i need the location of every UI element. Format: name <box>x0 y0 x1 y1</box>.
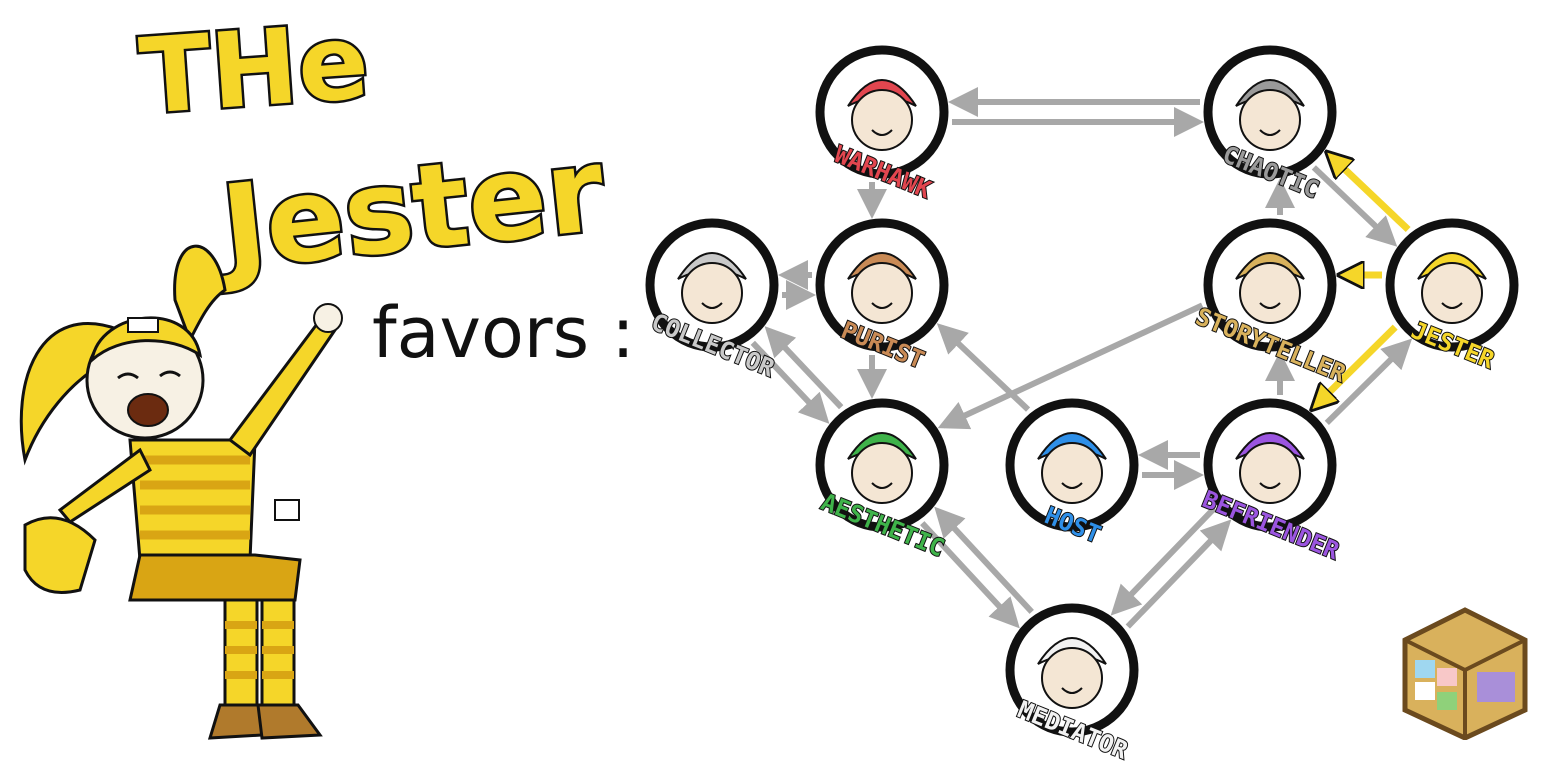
edge-mediator-to-aesthetic <box>934 506 1034 614</box>
avatar-mouth-purist <box>871 302 893 309</box>
edges-layer <box>750 87 1413 629</box>
subtitle-favors: favors : <box>372 292 635 374</box>
avatar-face-host <box>1041 442 1103 504</box>
edge-jester-to-chaotic <box>1329 154 1411 233</box>
avatar-face-chaotic <box>1239 89 1301 151</box>
edge-mediator-to-befriender <box>1125 519 1232 629</box>
edge-aesthetic-to-collector <box>764 326 844 410</box>
node-aesthetic: AESTHETIC <box>815 398 949 563</box>
avatar-face-jester <box>1421 262 1483 324</box>
edge-chaotic-to-jester <box>1311 165 1398 247</box>
avatar-mouth-befriender <box>1259 482 1281 489</box>
avatar-face-mediator <box>1041 647 1103 709</box>
node-mediator: MEDIATOR <box>1005 603 1139 766</box>
avatar-face-storyteller <box>1239 262 1301 324</box>
avatar-mouth-storyteller <box>1259 302 1281 309</box>
node-collector: COLLECTOR <box>645 218 780 384</box>
node-chaotic: CHAOTIC <box>1203 45 1337 205</box>
node-befriender: BEFRIENDER <box>1198 398 1344 566</box>
avatar-face-aesthetic <box>851 442 913 504</box>
avatar-face-collector <box>681 262 743 324</box>
avatar-mouth-chaotic <box>1259 129 1281 136</box>
avatar-mouth-warhawk <box>871 129 893 136</box>
edge-jester-to-befriender <box>1314 324 1398 407</box>
cube-logo <box>1402 607 1528 740</box>
node-storyteller: STORYTELLER <box>1191 218 1351 389</box>
avatar-face-purist <box>851 262 913 324</box>
edge-aesthetic-to-mediator <box>920 521 1020 629</box>
node-host: HOST <box>1005 398 1139 550</box>
avatar-mouth-collector <box>701 302 723 309</box>
edge-host-to-purist <box>936 323 1031 412</box>
nodes-layer: WARHAWK CHAOTIC COLLECTOR PURIST STORYTELLER… <box>645 45 1519 766</box>
avatar-mouth-host <box>1061 482 1083 489</box>
avatar-mouth-jester <box>1441 302 1463 309</box>
edge-befriender-to-mediator <box>1110 506 1217 616</box>
node-jester: JESTER <box>1385 218 1519 376</box>
avatar-mouth-mediator <box>1061 687 1083 694</box>
avatar-face-befriender <box>1239 442 1301 504</box>
avatar-mouth-aesthetic <box>871 482 893 489</box>
edge-storyteller-to-aesthetic <box>937 302 1204 430</box>
jester-character-illustration <box>19 244 343 740</box>
node-warhawk: WARHAWK <box>815 45 949 205</box>
avatar-face-warhawk <box>851 89 913 151</box>
edge-befriender-to-jester <box>1324 338 1413 426</box>
node-purist: PURIST <box>815 218 949 375</box>
